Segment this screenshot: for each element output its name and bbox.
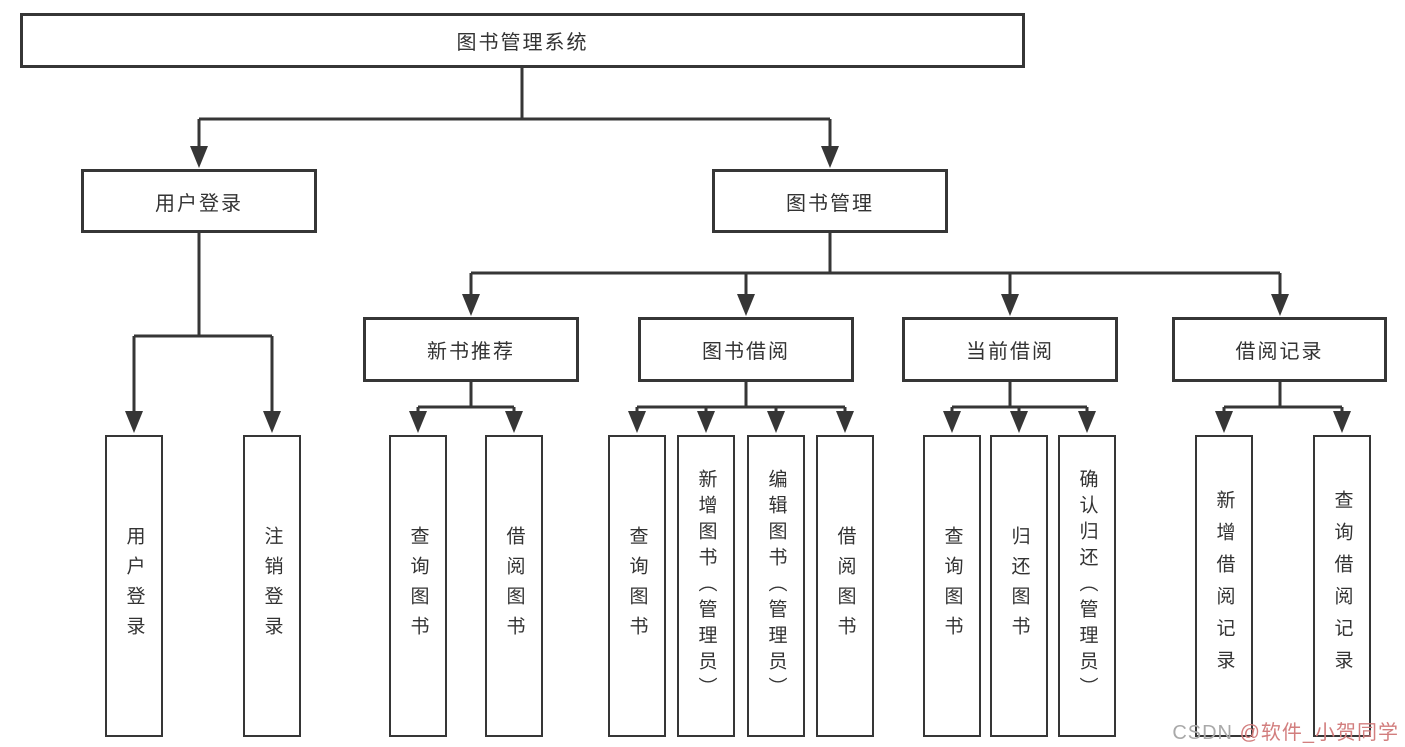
watermark-handle: @软件_小贺同学	[1239, 722, 1399, 744]
node-label: 借阅记录	[1235, 341, 1324, 363]
arrowhead-down-icon	[1215, 411, 1233, 433]
node-label: 当前借阅	[966, 341, 1054, 363]
node-label: 图书管理系统	[456, 32, 589, 54]
node-book-borrowing: 图书借阅	[638, 317, 854, 382]
arrowhead-down-icon	[1078, 411, 1096, 433]
arrowhead-down-icon	[737, 294, 755, 316]
node-label: 编辑图书（管理员）	[765, 469, 787, 703]
node-label: 查询图书	[941, 526, 963, 646]
node-label: 归还图书	[1008, 526, 1030, 646]
arrowhead-down-icon	[943, 411, 961, 433]
arrowhead-down-icon	[462, 294, 480, 316]
arrowhead-down-icon	[263, 411, 281, 433]
node-label: 图书管理	[786, 192, 874, 215]
node-edit-books-admin: 编辑图书（管理员）	[747, 435, 805, 737]
node-current-borrowing: 当前借阅	[902, 317, 1118, 382]
arrowhead-down-icon	[125, 411, 143, 433]
node-label: 用户登录	[123, 526, 145, 646]
arrowhead-down-icon	[767, 411, 785, 433]
node-confirm-return-admin: 确认归还（管理员）	[1058, 435, 1116, 737]
node-label: 借阅图书	[834, 526, 856, 646]
node-query-books-current: 查询图书	[923, 435, 981, 737]
node-label: 新增借阅记录	[1213, 490, 1235, 682]
arrowhead-down-icon	[821, 146, 839, 168]
node-borrowing-records: 借阅记录	[1172, 317, 1387, 382]
node-add-borrow-record: 新增借阅记录	[1195, 435, 1253, 737]
node-query-books-recommend: 查询图书	[389, 435, 447, 737]
node-label: 新书推荐	[427, 341, 515, 363]
node-new-book-recommend: 新书推荐	[363, 317, 579, 382]
arrowhead-down-icon	[409, 411, 427, 433]
arrowhead-down-icon	[836, 411, 854, 433]
watermark-brand: CSDN	[1172, 722, 1240, 744]
node-borrow-books-recommend: 借阅图书	[485, 435, 543, 737]
node-user-login-action: 用户登录	[105, 435, 163, 737]
node-label: 确认归还（管理员）	[1076, 469, 1098, 703]
node-label: 用户登录	[155, 192, 243, 215]
node-label: 借阅图书	[503, 526, 525, 646]
node-label: 图书借阅	[702, 341, 790, 363]
node-label: 查询借阅记录	[1331, 490, 1353, 682]
node-label: 注销登录	[261, 526, 283, 646]
node-user-login: 用户登录	[81, 169, 317, 233]
arrowhead-down-icon	[190, 146, 208, 168]
arrowhead-down-icon	[1333, 411, 1351, 433]
arrowhead-down-icon	[505, 411, 523, 433]
node-label: 查询图书	[407, 526, 429, 646]
node-label: 新增图书（管理员）	[695, 469, 717, 703]
node-label: 查询图书	[626, 526, 648, 646]
node-logout-action: 注销登录	[243, 435, 301, 737]
node-borrow-books-action: 借阅图书	[816, 435, 874, 737]
arrowhead-down-icon	[1271, 294, 1289, 316]
node-book-management: 图书管理	[712, 169, 948, 233]
arrowhead-down-icon	[628, 411, 646, 433]
node-return-books: 归还图书	[990, 435, 1048, 737]
arrowhead-down-icon	[697, 411, 715, 433]
watermark: CSDN @软件_小贺同学	[1172, 716, 1399, 745]
node-add-books-admin: 新增图书（管理员）	[677, 435, 735, 737]
node-query-borrow-record: 查询借阅记录	[1313, 435, 1371, 737]
arrowhead-down-icon	[1010, 411, 1028, 433]
node-query-books-borrow: 查询图书	[608, 435, 666, 737]
node-library-management-system: 图书管理系统	[20, 13, 1025, 68]
arrowhead-down-icon	[1001, 294, 1019, 316]
